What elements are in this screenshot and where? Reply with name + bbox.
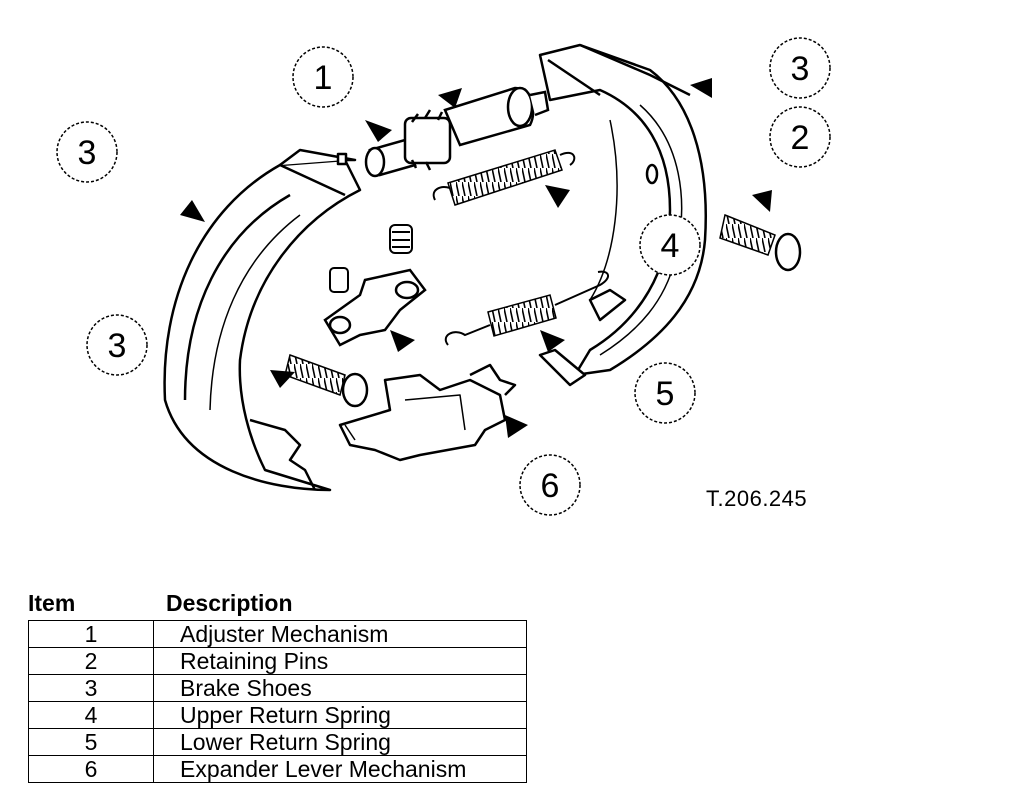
callout-3-duplicate: 3 (0, 0, 19, 8)
pointer-arrows (180, 78, 772, 438)
arrow-6 (505, 415, 528, 438)
arrow-3-right (690, 78, 712, 98)
callouts: 1 3 3 2 3 4 3 5 (0, 0, 831, 516)
arrow-lower-spring (540, 330, 565, 352)
callout-6-label: 6 (541, 467, 560, 505)
callout-2-label: 2 (791, 119, 810, 157)
table-row: 3 Brake Shoes (28, 674, 527, 702)
callout-5: 5 (634, 362, 696, 424)
retaining-pin-left (284, 354, 369, 408)
adjuster-lever-plate (323, 268, 427, 347)
row-description: Expander Lever Mechanism (153, 755, 527, 783)
row-item-number: 2 (28, 647, 154, 675)
callout-5-label: 5 (656, 375, 675, 413)
table-row: 1 Adjuster Mechanism (28, 620, 527, 648)
callout-6: 6 (519, 454, 581, 516)
callout-3-mid-left-label: 3 (108, 327, 127, 365)
callout-3-top-right: 3 (769, 37, 831, 99)
arrow-3-left-upper (180, 200, 205, 222)
row-item-number: 6 (28, 755, 154, 783)
callout-4-label: 4 (661, 227, 680, 265)
row-description: Retaining Pins (153, 647, 527, 675)
table-row: 2 Retaining Pins (28, 647, 527, 675)
table-row: 5 Lower Return Spring (28, 728, 527, 756)
arrow-2 (752, 190, 772, 212)
row-item-number: 5 (28, 728, 154, 756)
lower-return-spring (444, 270, 609, 346)
row-description: Upper Return Spring (153, 701, 527, 729)
arrow-1a (365, 120, 392, 142)
row-item-number: 1 (28, 620, 154, 648)
callout-4: 4 (639, 214, 701, 276)
callout-1: 1 (292, 46, 354, 108)
arrow-upper-spring (545, 185, 570, 208)
table-row: 6 Expander Lever Mechanism (28, 755, 527, 783)
row-item-number: 4 (28, 701, 154, 729)
row-description: Brake Shoes (153, 674, 527, 702)
callout-1-label: 1 (314, 59, 333, 97)
brake-shoe-exploded-diagram: 1 3 3 2 3 4 3 5 (0, 0, 831, 516)
table-header-item: Item (28, 590, 76, 616)
callout-3-top-left-label: 3 (78, 134, 97, 172)
adjuster-plungers (329, 224, 413, 293)
row-item-number: 3 (28, 674, 154, 702)
adjuster-mechanism (364, 86, 550, 178)
table-row: 4 Upper Return Spring (28, 701, 527, 729)
callout-2: 2 (769, 106, 831, 168)
upper-return-spring (432, 149, 576, 206)
row-description: Lower Return Spring (153, 728, 527, 756)
arrow-plate (390, 330, 415, 352)
retaining-pin-right (719, 213, 802, 272)
callout-3-top-right-label: 3 (791, 50, 810, 88)
arrow-1b (438, 88, 462, 108)
expander-lever-mechanism (338, 363, 517, 462)
left-brake-shoe (163, 148, 362, 492)
right-brake-shoe (538, 43, 707, 387)
figure-reference-code: T.206.245 (706, 486, 808, 511)
arrow-3-left-pin (270, 370, 295, 388)
table-header-description: Description (166, 590, 293, 616)
callout-3-top-left: 3 (56, 121, 118, 183)
callout-3-mid-left: 3 (86, 314, 148, 376)
parts-table: 1 Adjuster Mechanism 2 Retaining Pins 3 … (28, 620, 527, 783)
row-description: Adjuster Mechanism (153, 620, 527, 648)
